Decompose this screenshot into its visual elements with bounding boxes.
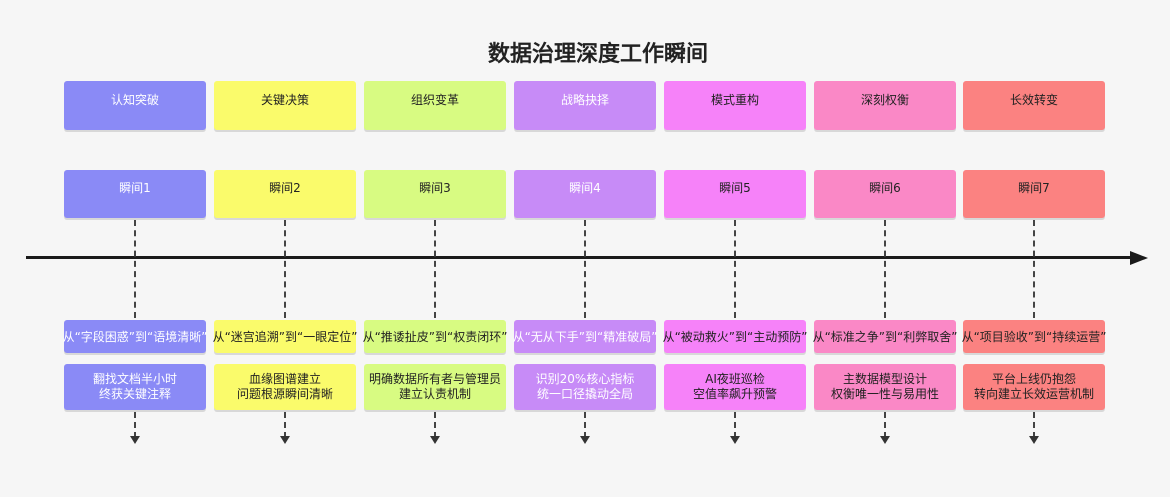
detail-card: AI夜班巡检 空值率飙升预警 <box>664 364 806 410</box>
moment-card: 瞬间2 <box>214 170 356 218</box>
detail-line: 主数据模型设计 <box>842 372 927 386</box>
connector-line <box>1033 412 1035 438</box>
detail-card: 主数据模型设计 权衡唯一性与易用性 <box>814 364 956 410</box>
detail-line: 转向建立长效运营机制 <box>973 387 1094 401</box>
phase-card: 组织变革 <box>364 81 506 130</box>
detail-line: 统一口径撬动全局 <box>536 387 633 401</box>
detail-line: 建立认责机制 <box>398 387 471 401</box>
page-title: 数据治理深度工作瞬间 <box>487 42 708 67</box>
connector-line <box>734 412 736 438</box>
moment-label: 瞬间1 <box>119 181 151 195</box>
shift-card: 从“被动救火”到“主动预防” <box>662 320 808 353</box>
detail-line: 问题根源瞬间清晰 <box>236 387 333 401</box>
column-5: 模式重构 瞬间5 从“被动救火”到“主动预防” AI夜班巡检 空值率飙升预警 <box>662 0 808 497</box>
connector-line <box>1033 220 1035 318</box>
shift-card: 从“标准之争”到“利弊取舍” <box>812 320 958 353</box>
shift-label: 从“无从下手”到“精准破局” <box>512 330 658 344</box>
detail-line: AI夜班巡检 <box>705 372 765 386</box>
detail-line: 终获关键注释 <box>98 387 171 401</box>
connector-line <box>884 412 886 438</box>
column-4: 战略抉择 瞬间4 从“无从下手”到“精准破局” 识别20%核心指标 统一口径撬动… <box>512 0 658 497</box>
shift-card: 从“字段困惑”到“语境清晰” <box>62 320 208 353</box>
shift-label: 从“字段困惑”到“语境清晰” <box>62 330 208 344</box>
connector-line <box>584 412 586 438</box>
arrow-down-icon <box>130 436 140 444</box>
connector-line <box>284 220 286 318</box>
phase-card: 长效转变 <box>963 81 1105 130</box>
moment-label: 瞬间5 <box>719 181 751 195</box>
shift-card: 从“项目验收”到“持续运营” <box>961 320 1107 353</box>
detail-card: 识别20%核心指标 统一口径撬动全局 <box>514 364 656 410</box>
moment-label: 瞬间6 <box>869 181 901 195</box>
detail-line: 血缘图谱建立 <box>248 372 321 386</box>
connector-line <box>734 220 736 318</box>
moment-card: 瞬间3 <box>364 170 506 218</box>
detail-line: 平台上线仍抱怨 <box>991 372 1076 386</box>
shift-label: 从“标准之争”到“利弊取舍” <box>812 330 958 344</box>
arrow-down-icon <box>1029 436 1039 444</box>
phase-card: 深刻权衡 <box>814 81 956 130</box>
arrow-down-icon <box>580 436 590 444</box>
detail-card: 血缘图谱建立 问题根源瞬间清晰 <box>214 364 356 410</box>
phase-label: 长效转变 <box>1009 93 1058 107</box>
phase-label: 模式重构 <box>710 93 759 107</box>
moment-card: 瞬间1 <box>64 170 206 218</box>
shift-label: 从“项目验收”到“持续运营” <box>961 330 1107 344</box>
shift-label: 从“推诿扯皮”到“权责闭环” <box>362 330 508 344</box>
detail-line: 翻找文档半小时 <box>92 372 177 386</box>
phase-card: 战略抉择 <box>514 81 656 130</box>
detail-line: 空值率飙升预警 <box>692 387 777 401</box>
arrow-down-icon <box>730 436 740 444</box>
arrow-down-icon <box>880 436 890 444</box>
arrow-down-icon <box>430 436 440 444</box>
connector-line <box>884 220 886 318</box>
shift-label: 从“被动救火”到“主动预防” <box>662 330 808 344</box>
phase-card: 关键决策 <box>214 81 356 130</box>
column-2: 关键决策 瞬间2 从“迷宫追溯”到“一眼定位” 血缘图谱建立 问题根源瞬间清晰 <box>212 0 358 497</box>
phase-label: 组织变革 <box>410 93 459 107</box>
column-3: 组织变革 瞬间3 从“推诿扯皮”到“权责闭环” 明确数据所有者与管理员 建立认责… <box>362 0 508 497</box>
moment-card: 瞬间4 <box>514 170 656 218</box>
phase-label: 战略抉择 <box>560 93 609 107</box>
moment-label: 瞬间2 <box>269 181 301 195</box>
column-1: 认知突破 瞬间1 从“字段困惑”到“语境清晰” 翻找文档半小时 终获关键注释 <box>62 0 208 497</box>
shift-label: 从“迷宫追溯”到“一眼定位” <box>212 330 358 344</box>
phase-label: 深刻权衡 <box>860 93 909 107</box>
shift-card: 从“无从下手”到“精准破局” <box>512 320 658 353</box>
moment-label: 瞬间7 <box>1018 181 1050 195</box>
moment-label: 瞬间4 <box>569 181 601 195</box>
detail-card: 明确数据所有者与管理员 建立认责机制 <box>364 364 506 410</box>
moment-card: 瞬间5 <box>664 170 806 218</box>
connector-line <box>434 412 436 438</box>
arrow-down-icon <box>280 436 290 444</box>
connector-line <box>134 220 136 318</box>
phase-label: 关键决策 <box>260 93 309 107</box>
connector-line <box>284 412 286 438</box>
timeline-arrow-icon <box>1130 251 1148 265</box>
timeline-axis <box>26 256 1132 259</box>
moment-label: 瞬间3 <box>419 181 451 195</box>
moment-card: 瞬间7 <box>963 170 1105 218</box>
detail-line: 权衡唯一性与易用性 <box>830 387 939 401</box>
moment-card: 瞬间6 <box>814 170 956 218</box>
detail-card: 平台上线仍抱怨 转向建立长效运营机制 <box>963 364 1105 410</box>
column-6: 深刻权衡 瞬间6 从“标准之争”到“利弊取舍” 主数据模型设计 权衡唯一性与易用… <box>812 0 958 497</box>
detail-line: 识别20%核心指标 <box>535 372 635 386</box>
phase-label: 认知突破 <box>110 93 159 107</box>
detail-line: 明确数据所有者与管理员 <box>368 372 501 386</box>
detail-card: 翻找文档半小时 终获关键注释 <box>64 364 206 410</box>
shift-card: 从“迷宫追溯”到“一眼定位” <box>212 320 358 353</box>
connector-line <box>134 412 136 438</box>
column-7: 长效转变 瞬间7 从“项目验收”到“持续运营” 平台上线仍抱怨 转向建立长效运营… <box>961 0 1107 497</box>
connector-line <box>584 220 586 318</box>
phase-card: 模式重构 <box>664 81 806 130</box>
phase-card: 认知突破 <box>64 81 206 130</box>
connector-line <box>434 220 436 318</box>
shift-card: 从“推诿扯皮”到“权责闭环” <box>362 320 508 353</box>
